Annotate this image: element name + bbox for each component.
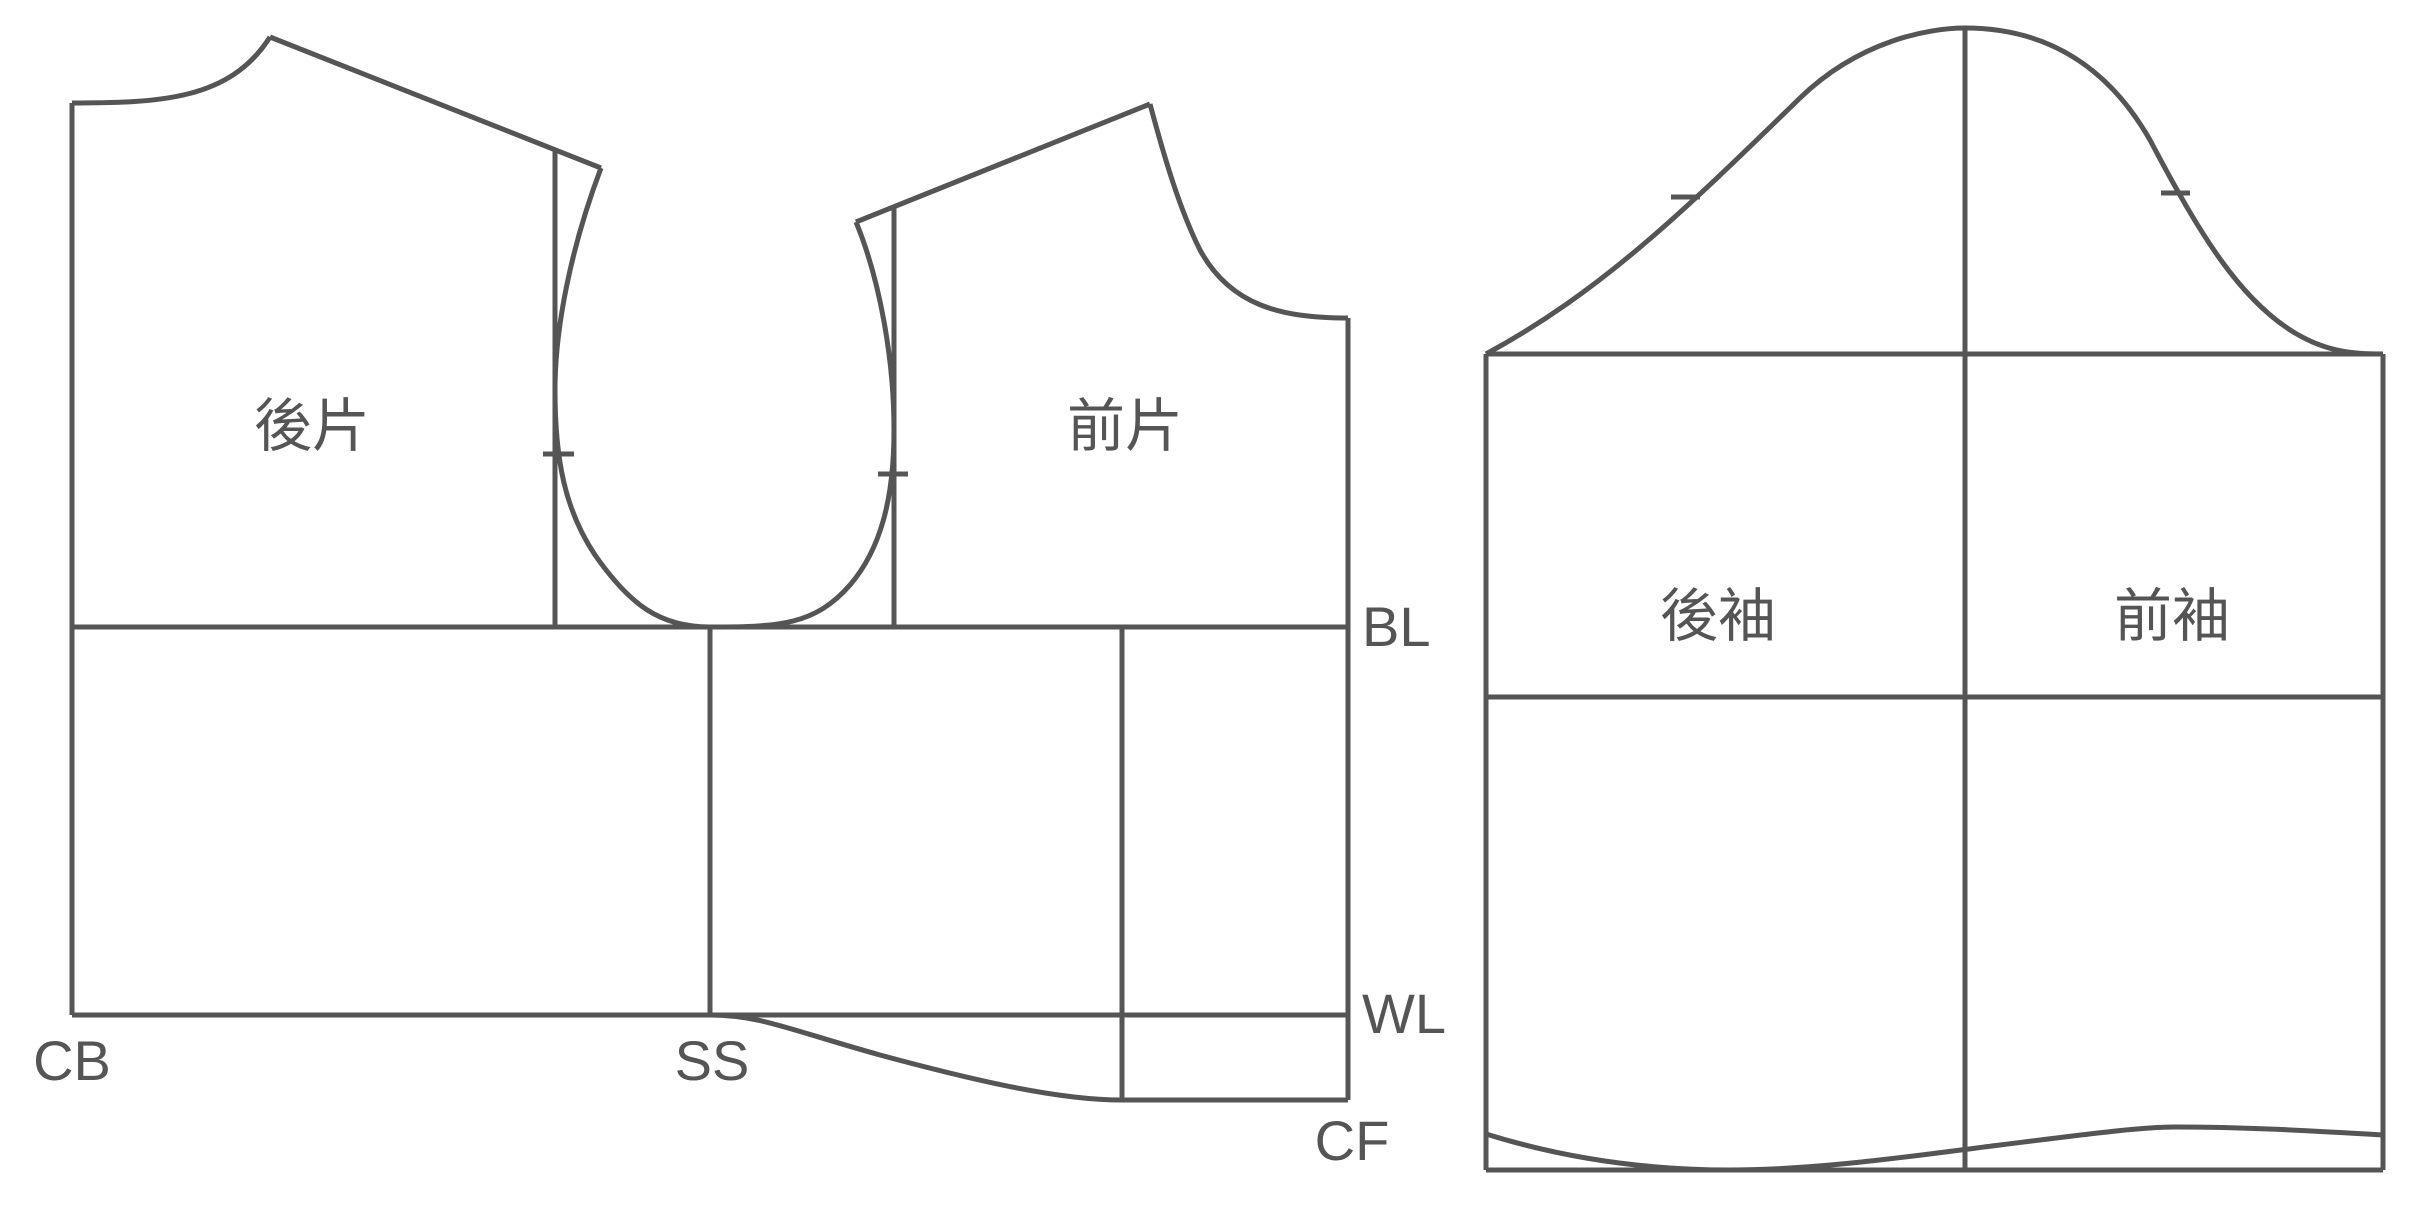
back-armhole-curve [552,167,711,630]
sleeve-pattern: 後袖 前袖 [1483,25,2386,1173]
bodice-pattern: 後片 前片 BL WL CB SS CF [33,34,1446,1172]
waist-line-label: WL [1362,982,1446,1045]
side-seam-label: SS [675,1029,750,1092]
back-neckline [71,35,273,106]
bodice-frame [72,624,1348,1103]
front-sleeve-label: 前袖 [2114,582,2230,650]
center-back-label: CB [33,1029,111,1092]
front-hem-curve [709,1012,1123,1103]
bust-line-label: BL [1362,595,1431,658]
back-shoulder-line [269,34,602,171]
front-bodice [709,101,1351,1100]
sleeve-cap-curve [1484,25,2384,357]
center-front-label: CF [1315,1109,1390,1172]
front-armhole-curve [709,221,897,630]
bodice-labels: 後片 前片 BL WL CB SS CF [33,392,1446,1172]
front-bodice-label: 前片 [1067,392,1183,460]
front-shoulder-line [855,101,1151,225]
sleeve-hem-curve [1485,1124,2384,1173]
back-sleeve-label: 後袖 [1660,582,1776,650]
back-bodice-label: 後片 [254,392,370,460]
front-neckline [1147,103,1349,321]
back-bodice [69,34,711,1015]
